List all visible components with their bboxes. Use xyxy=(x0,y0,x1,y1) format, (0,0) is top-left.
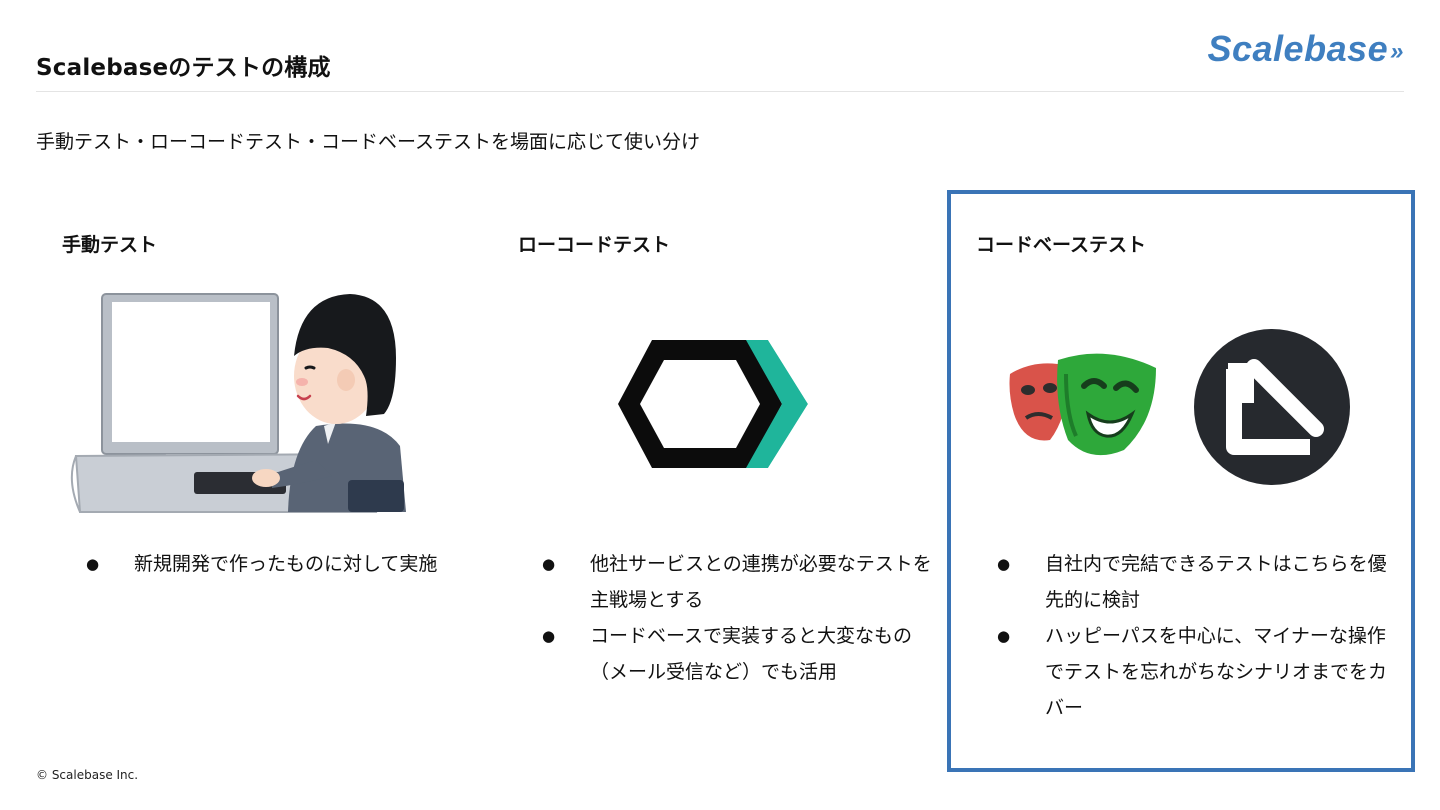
column-manual-test: 手動テスト 新規開発で作ったものに対して実施 xyxy=(36,190,504,772)
column-heading: 手動テスト xyxy=(62,234,158,256)
list-item: コードベースで実装すると大変なもの（メール受信など）でも活用 xyxy=(542,618,932,690)
scalebase-logo: Scalebase» xyxy=(1208,28,1405,70)
header-divider xyxy=(36,91,1404,92)
bullet-list: 他社サービスとの連携が必要なテストを主戦場とする コードベースで実装すると大変な… xyxy=(542,546,932,690)
column-heading: ローコードテスト xyxy=(518,234,671,256)
dark-circle-arrow-icon xyxy=(1194,329,1350,485)
list-item: 他社サービスとの連携が必要なテストを主戦場とする xyxy=(542,546,932,618)
person-at-computer-illustration xyxy=(70,293,406,513)
hexagon-chevron-logo xyxy=(618,340,814,468)
list-item: 新規開発で作ったものに対して実施 xyxy=(86,546,476,582)
page-title: Scalebaseのテストの構成 xyxy=(36,55,331,81)
logo-chevron-icon: » xyxy=(1390,38,1404,65)
list-item: ハッピーパスを中心に、マイナーな操作でテストを忘れがちなシナリオまでをカバー xyxy=(997,618,1387,726)
column-codebase-test: コードベーステスト 自社内で完結できるテストはこちらを優先的に検討 ハッピーパス… xyxy=(947,190,1415,772)
slide-subtitle: 手動テスト・ローコードテスト・コードベーステストを場面に応じて使い分け xyxy=(36,131,701,153)
logo-text: Scalebase xyxy=(1207,28,1389,69)
column-heading: コードベーステスト xyxy=(976,234,1147,256)
bullet-list: 自社内で完結できるテストはこちらを優先的に検討 ハッピーパスを中心に、マイナーな… xyxy=(997,546,1387,726)
list-item: 自社内で完結できるテストはこちらを優先的に検討 xyxy=(997,546,1387,618)
bullet-list: 新規開発で作ったものに対して実施 xyxy=(86,546,476,582)
column-lowcode-test: ローコードテスト 他社サービスとの連携が必要なテストを主戦場とする コードベース… xyxy=(492,190,960,772)
copyright-footer: © Scalebase Inc. xyxy=(36,768,139,782)
theater-masks-icon xyxy=(1009,353,1156,456)
